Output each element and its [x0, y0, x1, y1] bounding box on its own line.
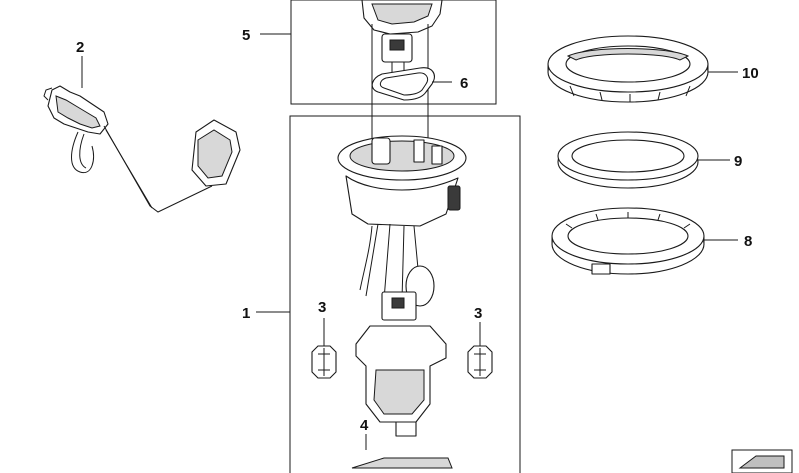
part-4-filter[interactable]: [351, 457, 453, 469]
callout-1[interactable]: 1: [242, 305, 250, 322]
callout-10[interactable]: 10: [742, 65, 759, 82]
part-8-retaining-ring[interactable]: [551, 207, 705, 275]
part-1-group-frame: [289, 115, 521, 473]
callout-9[interactable]: 9: [734, 153, 742, 170]
part-5-group-frame: [290, 0, 497, 105]
document-corner-icon: [731, 449, 793, 473]
callout-3-right[interactable]: 3: [474, 305, 482, 322]
part-2-level-sensor[interactable]: [43, 85, 241, 213]
part-3-clip-left[interactable]: [311, 345, 337, 379]
part-9-seal[interactable]: [557, 131, 699, 189]
callout-6[interactable]: 6: [460, 75, 468, 92]
callout-4[interactable]: 4: [360, 417, 369, 434]
callout-2[interactable]: 2: [76, 39, 84, 56]
part-5-flange-connector[interactable]: [361, 0, 443, 140]
callout-5[interactable]: 5: [242, 27, 250, 44]
part-3-clip-right[interactable]: [467, 345, 493, 379]
part-6-seal-ring[interactable]: [371, 67, 435, 101]
callout-3-left[interactable]: 3: [318, 299, 326, 316]
callout-8[interactable]: 8: [744, 233, 752, 250]
part-1-fuel-pump-assembly[interactable]: [337, 135, 467, 437]
part-10-lock-ring[interactable]: [547, 35, 709, 103]
